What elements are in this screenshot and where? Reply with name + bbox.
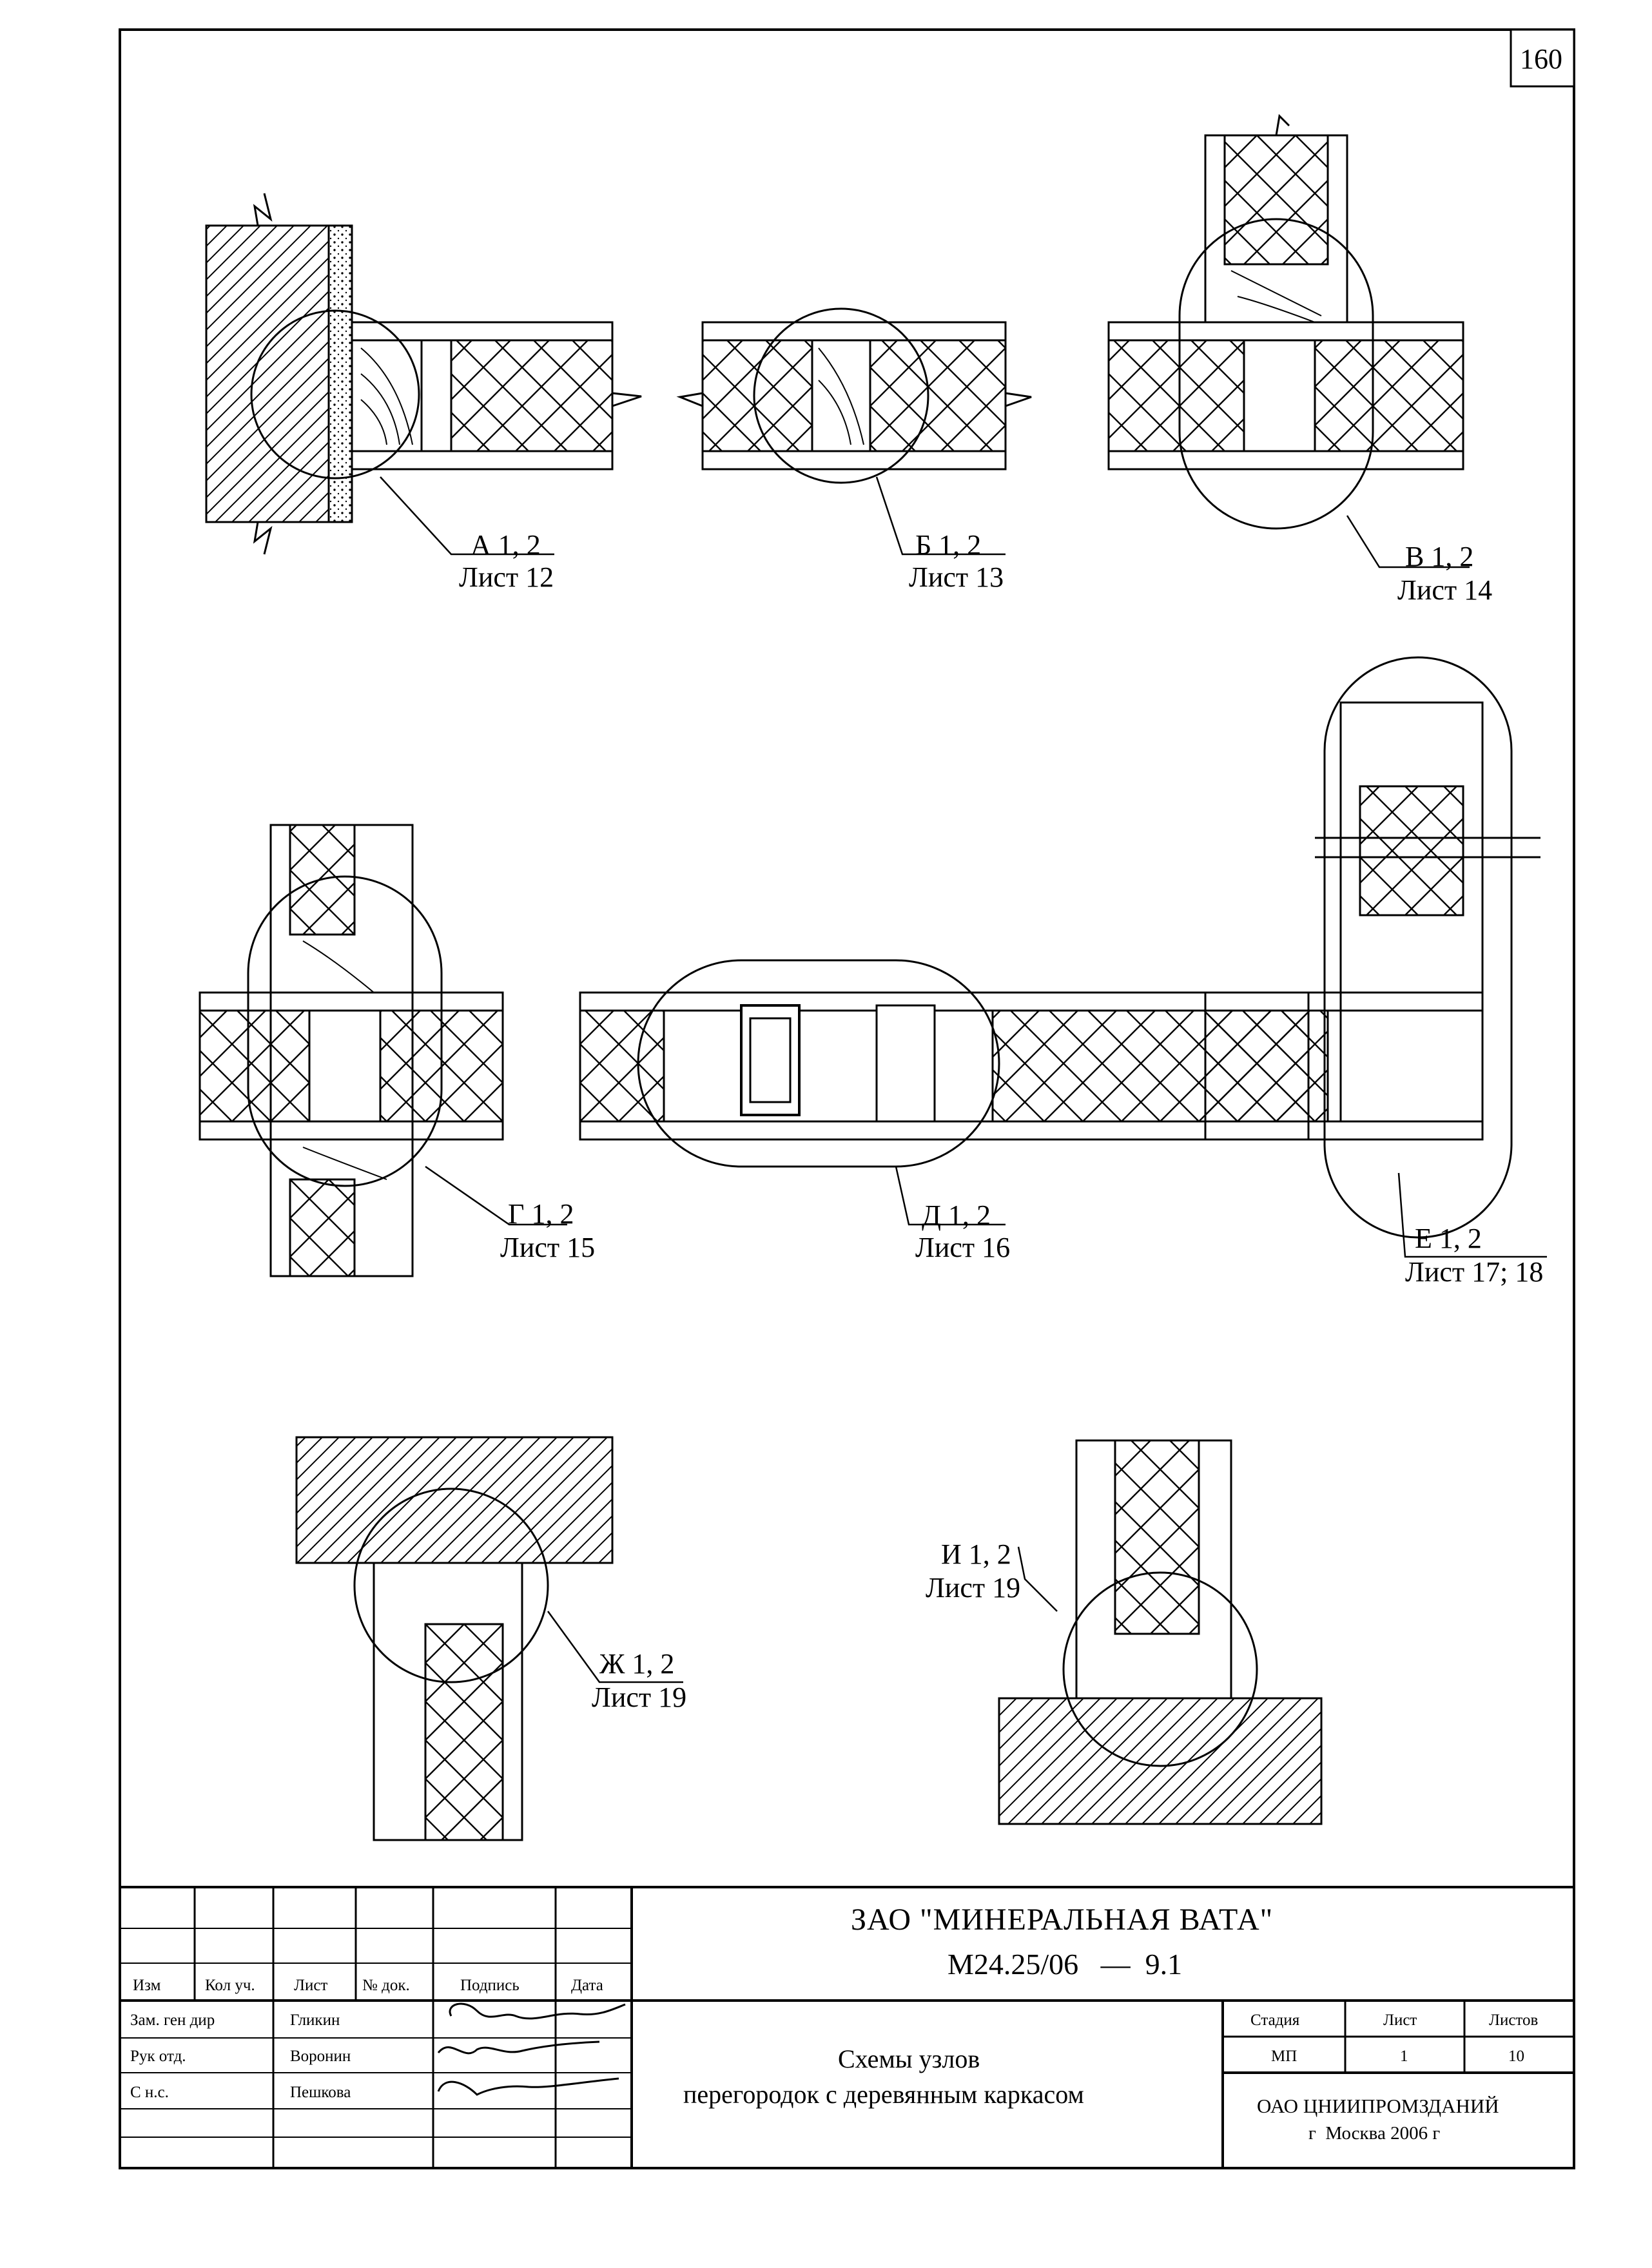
- header-list: Лист: [294, 1977, 328, 1994]
- header-izm: Изм: [133, 1977, 161, 1994]
- detail-e: [1204, 656, 1547, 1258]
- row-name-3: Пешкова: [290, 2084, 351, 2101]
- detail-i: [998, 1439, 1323, 1825]
- callout-sheet-zh: Лист 19: [592, 1682, 687, 1713]
- header-podpis: Подпись: [460, 1977, 520, 1994]
- callout-code-a: А 1, 2: [471, 529, 541, 561]
- callout-code-i: И 1, 2: [941, 1538, 1011, 1570]
- callout-sheet-i: Лист 19: [926, 1572, 1021, 1604]
- callout-code-e: Е 1, 2: [1415, 1223, 1482, 1254]
- drawing-title-line1: Схемы узлов: [838, 2044, 980, 2073]
- callout-sheet-v: Лист 14: [1397, 574, 1493, 606]
- header-data: Дата: [571, 1977, 603, 1994]
- detail-v: [1107, 113, 1470, 568]
- title-block: [120, 1886, 1574, 2168]
- callout-sheet-g: Лист 15: [500, 1232, 596, 1263]
- drawing-title-line2: перегородок с деревянным каркасом: [683, 2080, 1084, 2109]
- sheets-value: 10: [1508, 2048, 1524, 2065]
- callout-sheet-b: Лист 13: [909, 561, 1004, 593]
- detail-zh: [295, 1436, 683, 1841]
- designer-organization: ОАО ЦНИИПРОМЗДАНИЙ: [1257, 2095, 1499, 2117]
- callout-sheet-d: Лист 16: [915, 1232, 1011, 1263]
- row-name-2: Воронин: [290, 2048, 351, 2065]
- callout-sheet-a: Лист 12: [459, 561, 554, 593]
- detail-a: [205, 193, 642, 556]
- sheet-label: Лист: [1383, 2011, 1417, 2029]
- row-name-1: Гликин: [290, 2011, 340, 2029]
- detail-b: [676, 307, 1032, 556]
- signatures: [437, 2002, 626, 2096]
- sheet-value: 1: [1400, 2048, 1408, 2065]
- organization-name: ЗАО "МИНЕРАЛЬНАЯ ВАТА": [851, 1903, 1274, 1937]
- callout-sheet-e: Лист 17; 18: [1405, 1256, 1544, 1288]
- header-kol-uch: Кол уч.: [205, 1977, 255, 1994]
- row-role-3: С н.с.: [130, 2084, 169, 2101]
- callout-code-b: Б 1, 2: [915, 529, 982, 561]
- header-n-dok: № док.: [362, 1977, 410, 1994]
- callout-code-g: Г 1, 2: [508, 1198, 574, 1230]
- stage-label: Стадия: [1250, 2011, 1300, 2029]
- row-role-2: Рук отд.: [130, 2048, 186, 2065]
- stage-value: МП: [1271, 2048, 1297, 2065]
- city-year: г Москва 2006 г: [1308, 2123, 1441, 2144]
- callout-code-zh: Ж 1, 2: [599, 1648, 675, 1680]
- callout-code-v: В 1, 2: [1405, 541, 1474, 572]
- page-number-box: [1510, 28, 1575, 88]
- detail-g: [199, 824, 567, 1277]
- sheet-frame: [119, 28, 1575, 2169]
- row-role-1: Зам. ген дир: [130, 2011, 215, 2029]
- document-code: М24.25/06 — 9.1: [947, 1948, 1183, 1981]
- callout-code-d: Д 1, 2: [922, 1199, 991, 1231]
- sheets-label: Листов: [1489, 2011, 1539, 2029]
- page-number: 160: [1520, 43, 1562, 75]
